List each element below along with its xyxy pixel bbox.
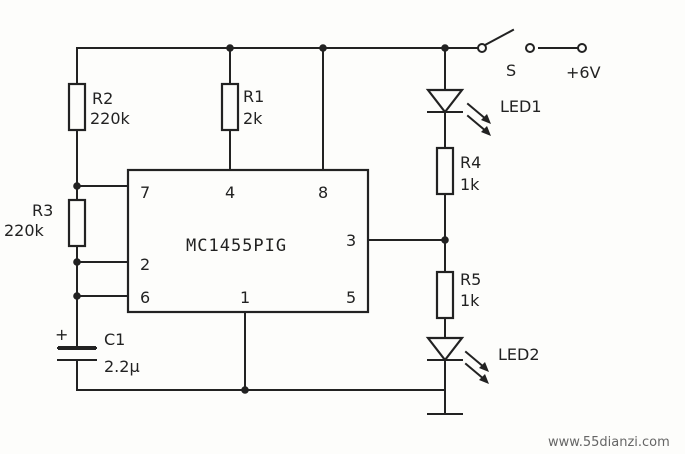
junction-dots — [73, 44, 449, 394]
r2-name: R2 — [92, 89, 113, 108]
r3-value: 220k — [4, 221, 45, 240]
r4-value: 1k — [460, 175, 480, 194]
ic-pin-7: 7 — [140, 183, 150, 202]
led1-light-arrows-icon — [466, 102, 491, 136]
ic-pin-2: 2 — [140, 255, 150, 274]
led1-name: LED1 — [500, 97, 542, 116]
c1-name: C1 — [104, 330, 125, 349]
switch-s: S — [477, 28, 535, 80]
r3-name: R3 — [32, 201, 53, 220]
ic-pin-5: 5 — [346, 288, 356, 307]
resistor-r2: R2 220k — [67, 82, 131, 132]
resistor-r4: R4 1k — [435, 146, 481, 196]
c1-value: 2.2μ — [104, 357, 140, 376]
ic-pin-4: 4 — [225, 183, 235, 202]
ic-label: MC1455PIG — [186, 236, 287, 256]
switch-contact-left — [477, 43, 487, 53]
ic-pin-6: 6 — [140, 288, 150, 307]
resistor-r3: R3 220k — [4, 198, 87, 248]
switch-name: S — [506, 61, 516, 80]
supply-terminal-icon — [577, 43, 587, 53]
r4-name: R4 — [460, 153, 481, 172]
switch-contact-right — [525, 43, 535, 53]
ic-body — [126, 168, 370, 314]
wires — [76, 47, 579, 415]
switch-lever — [483, 28, 515, 47]
led2-light-arrows-icon — [464, 350, 489, 384]
led2-name: LED2 — [498, 345, 540, 364]
r5-name: R5 — [460, 270, 481, 289]
resistor-r5: R5 1k — [435, 270, 481, 320]
ic-mc1455: MC1455PIG 7 4 8 2 6 3 1 5 — [126, 168, 370, 314]
led2: LED2 — [425, 336, 540, 384]
led1: LED1 — [425, 88, 542, 136]
ic-pin-8: 8 — [318, 183, 328, 202]
supply-label: +6V — [566, 63, 601, 82]
r5-value: 1k — [460, 291, 480, 310]
ic-pin-1: 1 — [240, 288, 250, 307]
c1-plus-sign: + — [55, 325, 68, 344]
r1-name: R1 — [243, 87, 264, 106]
resistor-r1: R1 2k — [220, 82, 264, 132]
ic-pin-3: 3 — [346, 231, 356, 250]
r1-value: 2k — [243, 109, 263, 128]
r2-value: 220k — [90, 109, 131, 128]
capacitor-c1: + C1 2.2μ — [55, 321, 140, 376]
watermark-text: www.55dianzi.com — [548, 435, 670, 450]
supply-terminal: +6V — [566, 43, 601, 82]
